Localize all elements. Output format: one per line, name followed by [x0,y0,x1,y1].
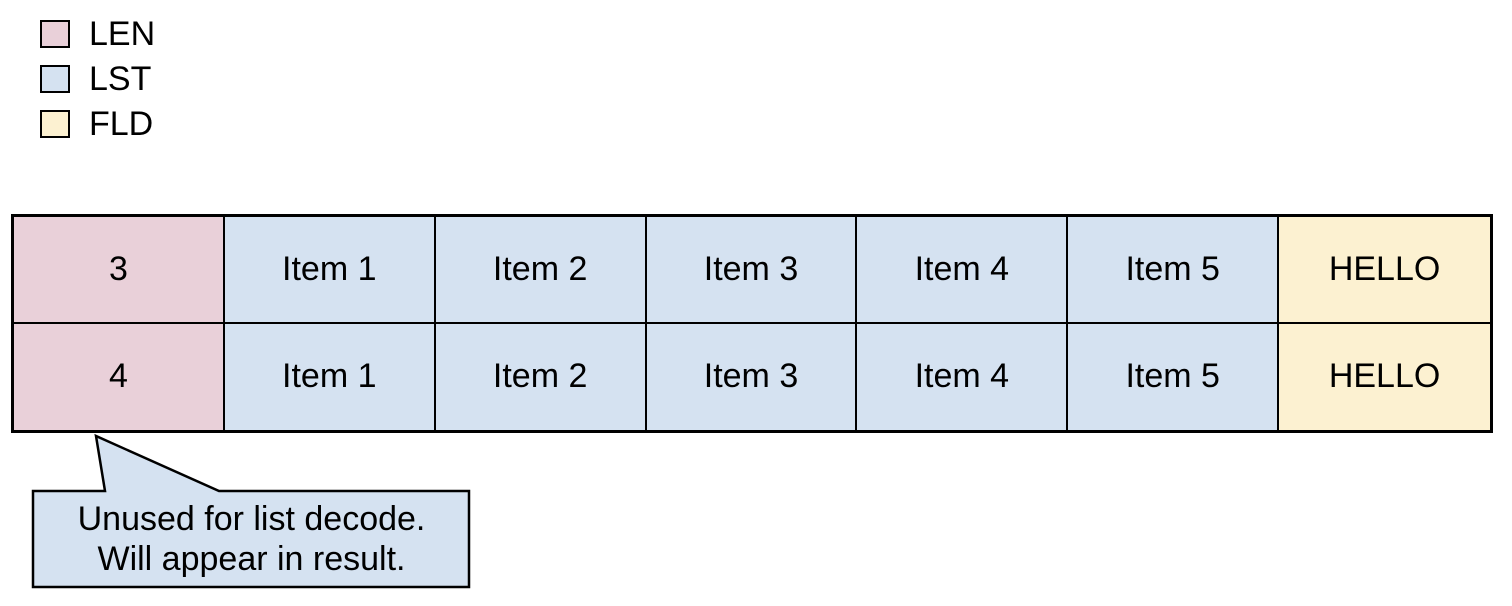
list-item-cell: Item 4 [857,217,1069,322]
callout-bubble-shape [31,433,471,589]
list-item-cell: Item 2 [435,323,647,430]
list-item-cell: Item 3 [646,217,858,322]
legend-label-len: LEN [89,14,156,53]
list-item-cell: Item 4 [857,323,1069,430]
legend-label-lst: LST [89,59,152,98]
legend-item-fld: FLD [40,104,155,143]
callout-line-1: Unused for list decode. [77,500,426,538]
list-item-cell: Item 1 [224,217,436,322]
legend-label-fld: FLD [89,104,154,143]
fld-color-swatch-icon [40,109,70,138]
legend: LEN LST FLD [40,14,156,143]
legend-item-len: LEN [40,14,156,53]
list-item-cell: Item 2 [435,217,647,322]
len-color-swatch-icon [40,19,70,48]
table-row: 3 Item 1 Item 2 Item 3 Item 4 Item 5 HEL… [14,217,1490,324]
callout-bubble-path [31,433,471,589]
list-item-cell: Item 1 [224,323,436,430]
list-item-cell: Item 5 [1068,217,1280,322]
list-item-cell: Item 3 [646,323,858,430]
field-cell: HELLO [1279,217,1490,322]
len-cell: 4 [14,323,225,430]
callout-text: Unused for list decode. Will appear in r… [33,491,470,587]
legend-item-lst: LST [40,59,155,98]
encoding-table: 3 Item 1 Item 2 Item 3 Item 4 Item 5 HEL… [11,214,1493,433]
lst-color-swatch-icon [40,64,70,93]
table-row: 4 Item 1 Item 2 Item 3 Item 4 Item 5 HEL… [14,323,1490,430]
callout-line-2: Will appear in result. [97,540,406,578]
list-item-cell: Item 5 [1068,323,1280,430]
field-cell: HELLO [1279,323,1490,430]
len-cell: 3 [14,217,225,322]
